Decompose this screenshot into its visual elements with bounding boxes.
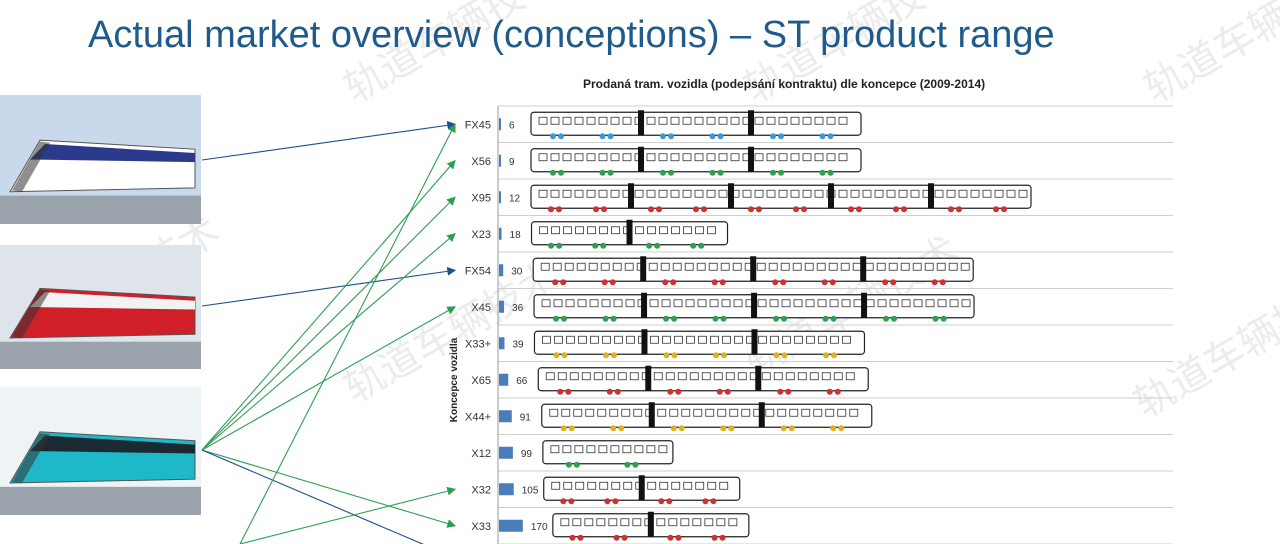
connector-arrow [201, 120, 457, 161]
tram-drawing [530, 183, 1032, 213]
value-label: 30 [511, 266, 523, 277]
category-label: X65 [471, 375, 491, 387]
bar [499, 519, 523, 532]
value-label: 170 [531, 522, 548, 533]
tram-drawing [537, 365, 869, 395]
tram-drawing [530, 146, 862, 176]
photo-tram-riga [0, 95, 201, 224]
connector-arrow [201, 196, 456, 451]
value-label: 6 [509, 120, 515, 131]
bar [499, 483, 514, 496]
value-label: 66 [516, 376, 528, 387]
bar [499, 227, 502, 240]
value-label: 99 [521, 449, 533, 460]
photo-tram-teal [0, 387, 201, 515]
connector-arrow [201, 449, 457, 528]
tram-drawing [532, 256, 974, 286]
bar [499, 154, 501, 167]
category-label: X32 [471, 484, 491, 496]
category-label: X33+ [465, 338, 491, 350]
bar [499, 264, 504, 277]
category-label: X23 [471, 229, 491, 241]
value-label: 9 [509, 157, 515, 168]
bar [499, 337, 505, 350]
category-label: FX54 [465, 265, 491, 277]
connector-arrow [201, 233, 456, 451]
tram-drawing [543, 475, 741, 505]
connector-arrow [239, 486, 457, 544]
tram-drawing [530, 110, 862, 140]
bar [499, 118, 501, 131]
connector-arrow [201, 449, 424, 544]
slide-title: Actual market overview (conceptions) – S… [88, 14, 1055, 56]
bar [499, 373, 509, 386]
value-label: 39 [512, 339, 524, 350]
category-label: X56 [471, 156, 491, 168]
bar [499, 446, 513, 459]
bar [499, 191, 501, 204]
tram-drawing [542, 440, 674, 468]
bar [499, 410, 512, 423]
tram-drawing [533, 292, 975, 322]
value-label: 18 [510, 230, 522, 241]
connector-arrow [201, 159, 456, 451]
photo-tram-red-art [0, 245, 201, 369]
y-axis-label: Koncepce vozidla [449, 337, 460, 422]
connector-arrow [201, 306, 456, 451]
connector-arrow [201, 266, 457, 307]
tram-drawing [552, 511, 750, 541]
tram-drawing [530, 219, 729, 249]
bar [499, 300, 505, 313]
category-label: X45 [471, 302, 491, 314]
category-label: X12 [471, 448, 491, 460]
tram-drawing [533, 329, 866, 359]
connector-arrow [239, 123, 456, 544]
chart-title: Prodaná tram. vozidla (podepsání kontrak… [583, 77, 986, 91]
category-label: FX45 [465, 119, 491, 131]
photo-tram-teal-art [0, 387, 201, 515]
photo-tram-riga-art [0, 95, 201, 224]
value-label: 12 [509, 193, 521, 204]
value-label: 91 [520, 412, 532, 423]
category-label: X44+ [465, 411, 491, 423]
value-label: 105 [522, 485, 539, 496]
category-label: X95 [471, 192, 491, 204]
category-label: X33 [471, 521, 491, 533]
value-label: 36 [512, 303, 524, 314]
tram-drawing [541, 402, 873, 432]
photo-tram-red [0, 245, 201, 369]
